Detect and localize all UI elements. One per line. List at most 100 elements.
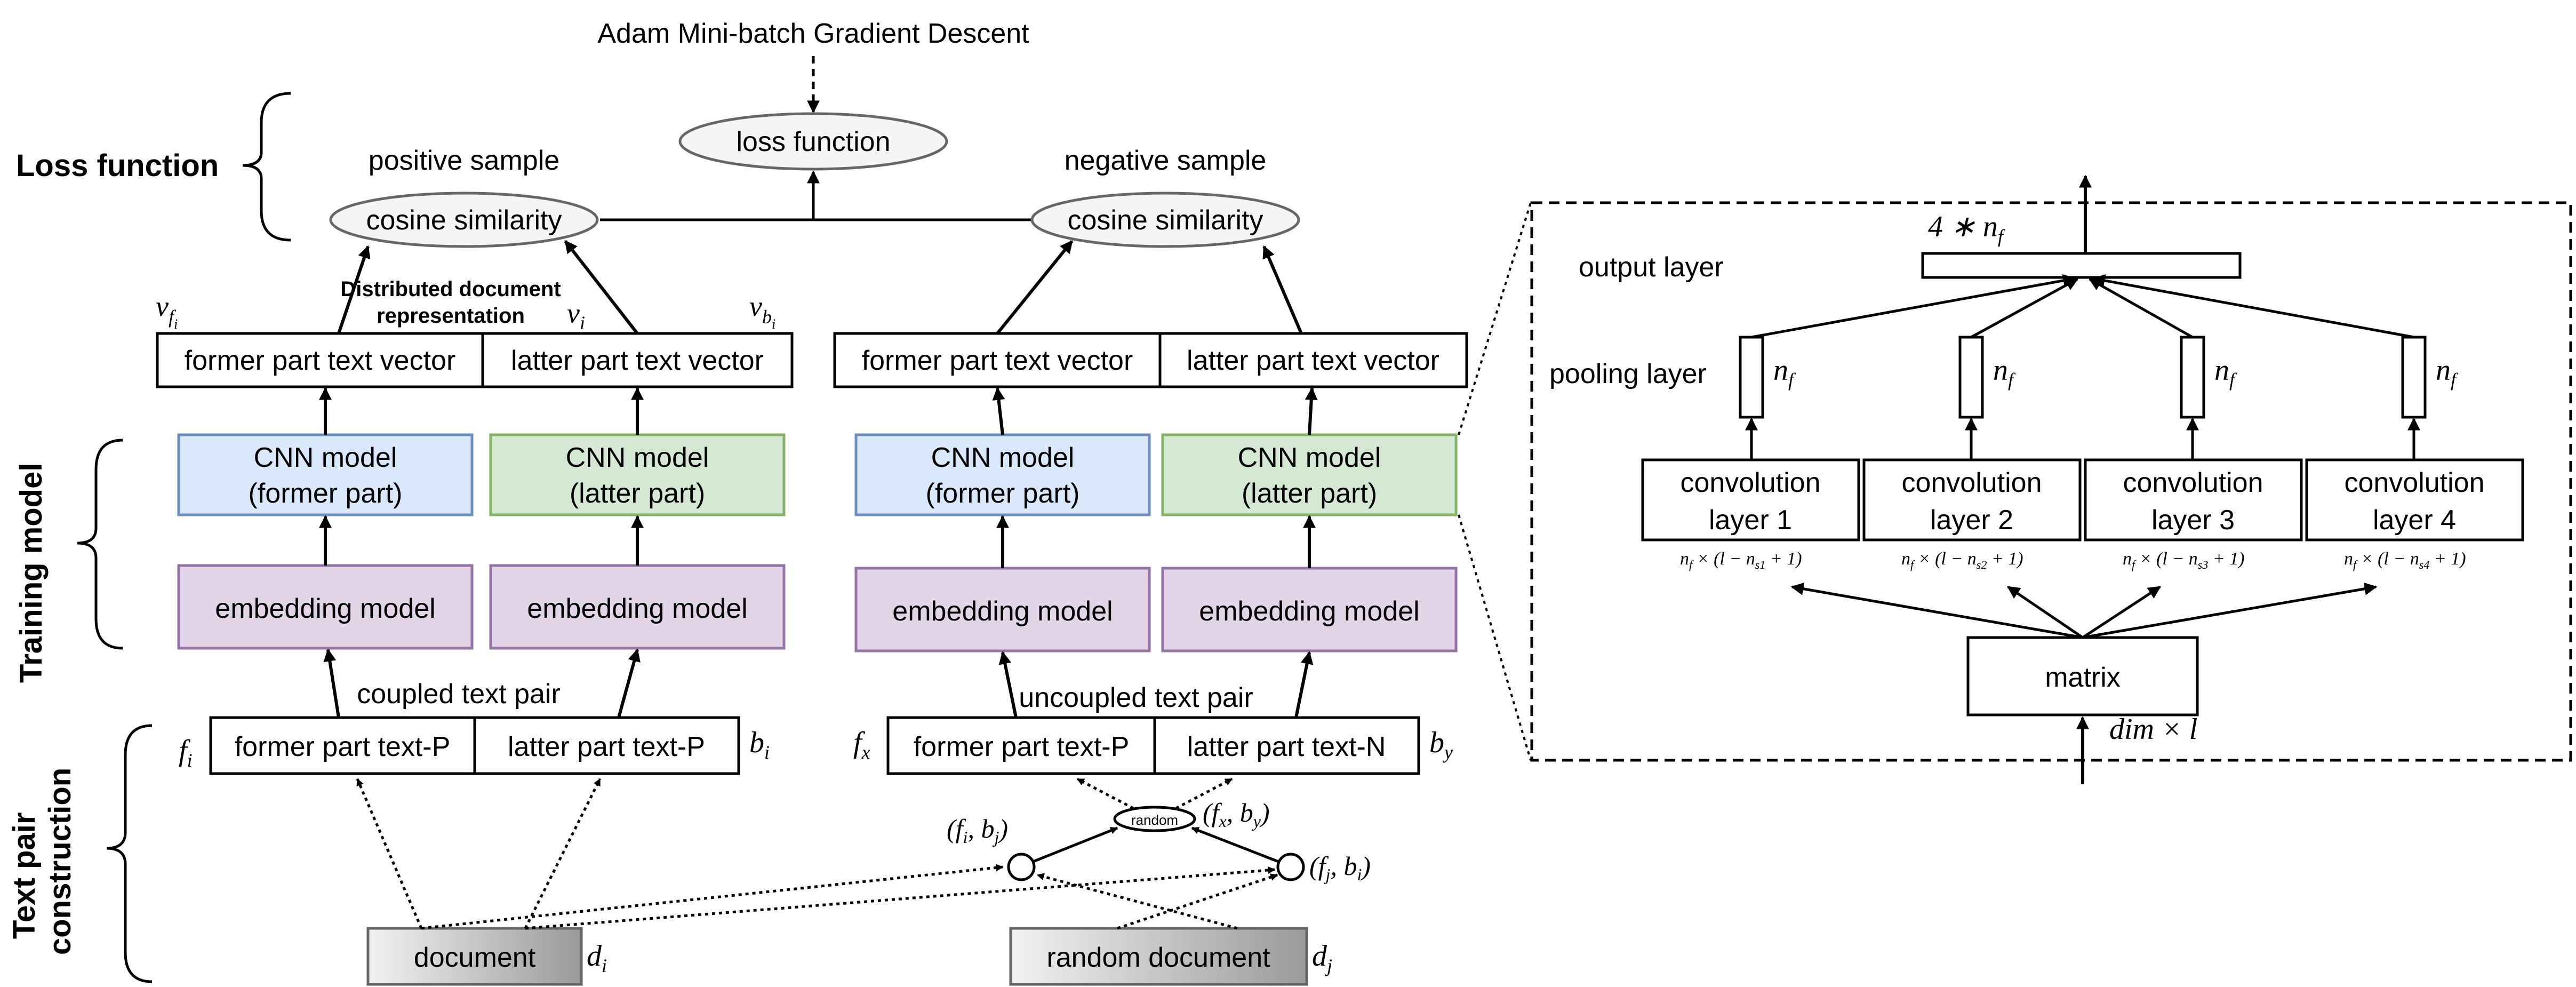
random-to-former-text [1076, 777, 1134, 810]
pool-to-output-2 [1970, 277, 2079, 339]
conv-box-3 [2084, 458, 2303, 542]
conv-label2-2: layer 2 [1930, 505, 2013, 536]
text-to-embed-left-1 [323, 648, 340, 718]
cnn-former-box-right [854, 433, 1151, 516]
distributed-rep-line2: representation [377, 304, 525, 328]
pooling-bar-4 [2401, 336, 2427, 419]
uncoupled-pair-label: uncoupled text pair [1019, 682, 1253, 713]
random-node [1113, 806, 1196, 832]
node-fjbi-to-random [1191, 826, 1279, 863]
cnn-to-vector-right-2 [1305, 387, 1318, 435]
random-document-label: random document [1046, 942, 1270, 973]
node-fibj-to-random [1033, 826, 1118, 863]
conv-label2-4: layer 4 [2373, 505, 2456, 536]
latter-text-label-left: latter part text-P [508, 731, 705, 762]
former-text-label-right: former part text-P [914, 731, 1130, 762]
output-size-symbol: 4 ∗ nf [1928, 210, 2006, 247]
cnn-former-label2-left: (former part) [249, 478, 403, 509]
b-y-symbol: by [1429, 726, 1453, 763]
fi-bj-symbol: (fi, bj) [947, 814, 1008, 847]
embedding-label-right-1: embedding model [892, 596, 1113, 627]
matrix-to-conv-3 [2082, 585, 2162, 639]
cnn-latter-label2-left: (latter part) [570, 478, 705, 509]
section-loss-function: Loss function [16, 148, 219, 183]
cosine-similarity-negative [1030, 192, 1300, 248]
pooling-unit-3: nf [2180, 336, 2237, 419]
conv-label2-3: layer 3 [2151, 505, 2235, 536]
zoom-line-top [1458, 202, 1532, 435]
latter-text-box-left [473, 716, 740, 775]
conv-label1-1: convolution [1680, 467, 1820, 498]
f-x-symbol: fx [853, 726, 870, 763]
output-layer-box [1921, 252, 2242, 279]
fj-bi-symbol: (fj, bi) [1309, 851, 1371, 884]
cosine-similarity-positive [329, 192, 599, 248]
cosine-positive-label: cosine similarity [366, 205, 562, 236]
cnn-latter-box-left [489, 433, 786, 516]
embedding-box-right-1 [854, 567, 1151, 652]
pooling-bar-2 [1958, 336, 1984, 419]
text-pair-brace [106, 724, 153, 983]
matrix-label: matrix [2045, 662, 2121, 693]
cnn-latter-label2-right: (latter part) [1242, 478, 1377, 509]
former-text-box-left [209, 716, 476, 775]
latter-vector-label-right: latter part text vector [1187, 345, 1439, 376]
conv-dim-2: nf × (l − ns2 + 1) [1901, 549, 2023, 571]
loss-function-label: loss function [736, 126, 890, 157]
text-to-embed-left-2 [617, 648, 641, 718]
matrix-box [1966, 636, 2199, 717]
fx-by-symbol: (fx, by) [1203, 798, 1270, 831]
cosine-negative-label: cosine similarity [1068, 205, 1263, 236]
negative-sample-label: negative sample [1065, 145, 1267, 176]
section-text-pair: Text pair [7, 813, 42, 939]
cnn-latter-label1-left: CNN model [566, 442, 709, 473]
conv-dim-1: nf × (l − ns1 + 1) [1680, 549, 1802, 571]
pool-to-output-3 [2088, 277, 2194, 339]
cnn-detail-panel [1530, 201, 2572, 762]
random-doc-to-fjbi [1117, 873, 1278, 930]
b-i-symbol: bi [749, 726, 770, 763]
conv-dim-4: nf × (l − ns4 + 1) [2344, 549, 2466, 571]
positive-sample-label: positive sample [369, 145, 559, 176]
zoom-line-bottom [1458, 514, 1532, 761]
training-brace [77, 439, 123, 650]
text-to-embed-right-1 [998, 651, 1018, 718]
v-i-symbol: vi [567, 297, 585, 333]
optimizer-title: Adam Mini-batch Gradient Descent [597, 18, 1029, 49]
doc-to-node-fibj [421, 864, 1004, 930]
conv-label1-2: convolution [1901, 467, 2042, 498]
pooling-layer-label: pooling layer [1549, 359, 1707, 389]
cnn-latter-label1-right: CNN model [1238, 442, 1381, 473]
vector-to-cosine-left-2 [564, 240, 639, 335]
pool-to-output-4 [2092, 274, 2414, 339]
random-node-label: random [1131, 812, 1178, 828]
f-i-symbol: fi [179, 734, 193, 771]
d-i-symbol: di [587, 940, 607, 976]
cnn-former-label1-right: CNN model [931, 442, 1075, 473]
former-vector-box-right [833, 332, 1162, 388]
v-b-symbol: vbi [749, 290, 775, 332]
node-fj-bi [1276, 853, 1305, 881]
document-box [366, 927, 583, 986]
text-to-embed-right-2 [1294, 651, 1314, 718]
conv-box-2 [1862, 458, 2082, 542]
pooling-nf-3: nf [2214, 354, 2237, 391]
d-j-symbol: dj [1312, 940, 1332, 976]
former-vector-box-left [156, 332, 484, 388]
embedding-box-right-2 [1161, 567, 1458, 652]
v-f-symbol: vfi [156, 290, 178, 332]
embedding-label-left-1: embedding model [215, 593, 435, 624]
conv-dim-3: nf × (l − ns3 + 1) [2123, 549, 2245, 571]
latter-vector-box-right [1158, 332, 1468, 388]
pooling-unit-1: nf [1739, 336, 1796, 419]
doc-to-latter-text [524, 778, 602, 929]
matrix-to-conv-2 [2007, 585, 2084, 639]
pooling-bar-3 [2180, 336, 2205, 419]
pooling-nf-2: nf [1993, 354, 2016, 391]
embedding-label-right-2: embedding model [1199, 596, 1419, 627]
cnn-latter-box-right [1161, 433, 1458, 516]
latter-vector-label-left: latter part text vector [511, 345, 764, 376]
random-document-box [1009, 927, 1308, 986]
conv-label2-1: layer 1 [1709, 505, 1792, 536]
